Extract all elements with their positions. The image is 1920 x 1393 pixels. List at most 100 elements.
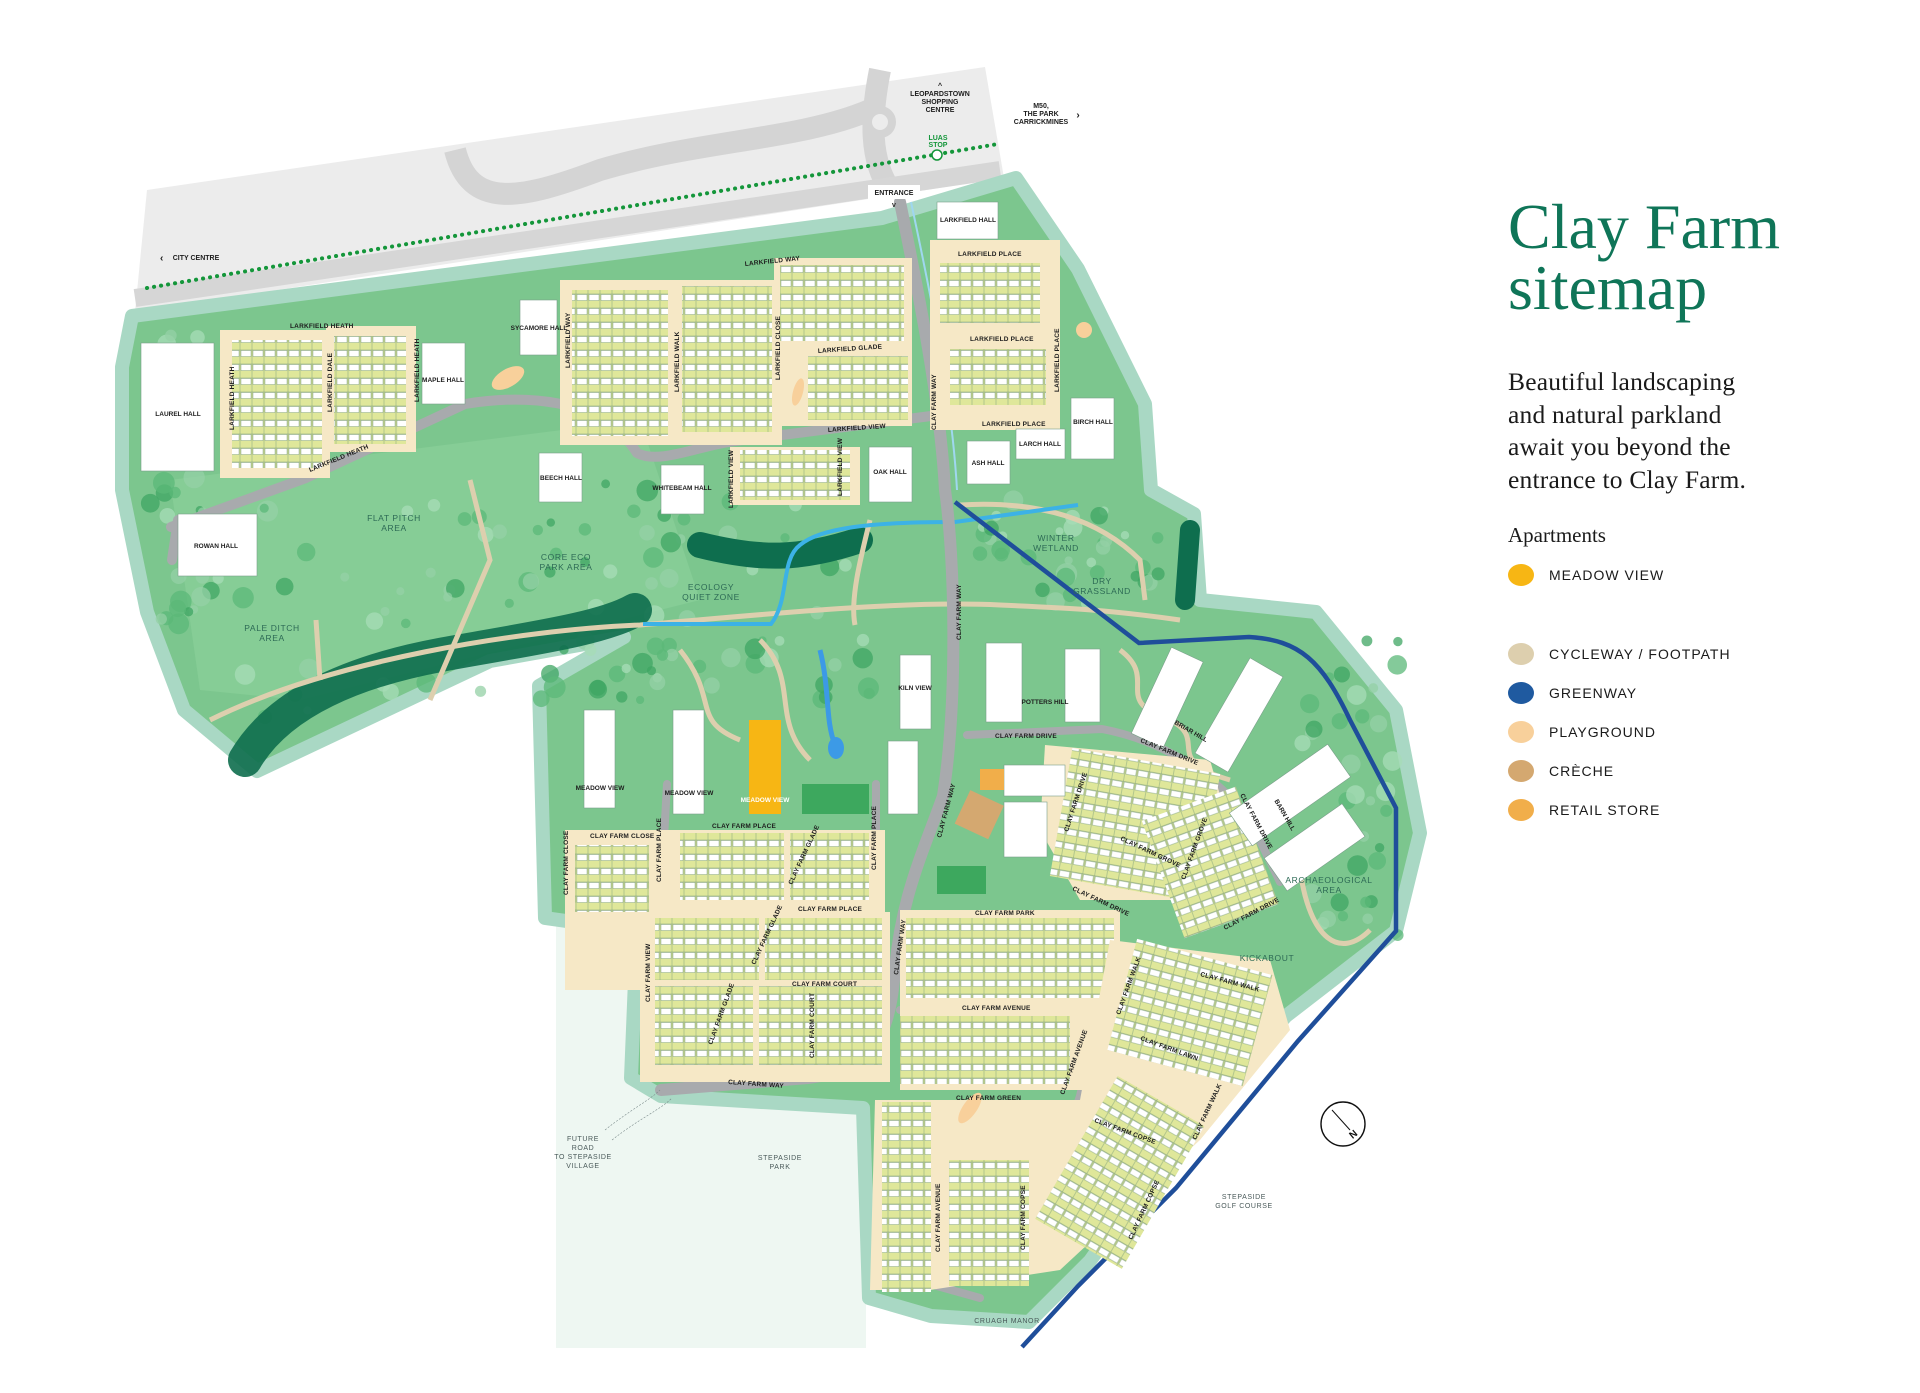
svg-text:MEADOW VIEW: MEADOW VIEW xyxy=(576,785,626,792)
svg-text:LARKFIELD WAY: LARKFIELD WAY xyxy=(565,312,572,368)
tree xyxy=(546,518,556,527)
svg-text:GRASSLAND: GRASSLAND xyxy=(1073,586,1131,596)
svg-text:LARKFIELD CLOSE: LARKFIELD CLOSE xyxy=(775,316,782,380)
tree xyxy=(1063,518,1083,538)
tree xyxy=(190,330,205,345)
tree xyxy=(380,606,390,616)
tree xyxy=(1361,635,1373,647)
tree xyxy=(703,677,720,694)
tree xyxy=(165,329,177,342)
luas-line xyxy=(145,142,1000,290)
svg-text:WINTER: WINTER xyxy=(1037,533,1074,543)
legend-item-creche: CRÈCHE xyxy=(1508,758,1888,784)
tree xyxy=(1368,683,1379,693)
area-labels: FLAT PITCH AREA CORE ECO PARK AREA ECOLO… xyxy=(244,513,1372,1325)
tree xyxy=(1294,735,1311,752)
description: Beautiful landscaping and natural parkla… xyxy=(1508,367,1747,494)
tree xyxy=(601,479,611,489)
tree xyxy=(445,579,465,598)
svg-text:LARKFIELD HEATH: LARKFIELD HEATH xyxy=(414,338,421,402)
tree xyxy=(1095,540,1111,555)
svg-text:CITY CENTRE: CITY CENTRE xyxy=(173,255,220,262)
svg-text:LARKFIELD DALE: LARKFIELD DALE xyxy=(327,352,334,412)
svg-text:FLAT PITCH: FLAT PITCH xyxy=(367,513,421,523)
svg-text:LARKFIELD VIEW: LARKFIELD VIEW xyxy=(728,449,735,508)
tree xyxy=(1346,685,1367,705)
cycleway-swatch-icon xyxy=(1508,643,1534,665)
greenway xyxy=(953,500,1399,1349)
tree xyxy=(159,508,176,524)
tree xyxy=(1369,715,1388,733)
svg-text:OAK HALL: OAK HALL xyxy=(873,469,907,476)
tree-belt-east xyxy=(1175,520,1200,610)
svg-text:LARKFIELD HEATH: LARKFIELD HEATH xyxy=(290,323,354,330)
tree xyxy=(183,466,205,489)
tree xyxy=(1380,804,1393,817)
tree xyxy=(616,691,628,703)
tree xyxy=(1305,720,1323,738)
creche xyxy=(954,790,1004,840)
tree-layer xyxy=(140,329,1408,941)
right-arrow-icon: › xyxy=(1076,110,1079,121)
tree xyxy=(646,666,657,676)
svg-text:LARKFIELD VIEW: LARKFIELD VIEW xyxy=(828,423,887,434)
tree xyxy=(427,499,441,512)
legend-item-meadow-view: MEADOW VIEW xyxy=(1508,562,1888,588)
tree xyxy=(457,512,472,526)
tree xyxy=(1360,896,1372,908)
svg-text:ECOLOGY: ECOLOGY xyxy=(688,582,734,592)
svg-text:CENTRE: CENTRE xyxy=(926,107,955,114)
tree xyxy=(443,592,453,602)
tree xyxy=(296,542,316,562)
svg-text:LARKFIELD PLACE: LARKFIELD PLACE xyxy=(982,421,1046,428)
tree xyxy=(639,525,655,541)
tree xyxy=(1035,582,1050,598)
svg-text:AREA: AREA xyxy=(381,523,407,533)
svg-text:PARK: PARK xyxy=(770,1164,791,1171)
svg-text:GOLF COURSE: GOLF COURSE xyxy=(1215,1203,1273,1210)
tree xyxy=(627,504,641,518)
tree xyxy=(1382,751,1403,771)
tree xyxy=(522,573,540,590)
svg-text:AREA: AREA xyxy=(259,633,285,643)
svg-text:CLAY FARM AVENUE: CLAY FARM AVENUE xyxy=(935,1183,942,1252)
svg-text:CLAY FARM COPSE: CLAY FARM COPSE xyxy=(1020,1185,1027,1250)
svg-text:KICKABOUT: KICKABOUT xyxy=(1240,953,1295,963)
tree xyxy=(155,613,167,625)
tree xyxy=(1355,709,1370,724)
tree xyxy=(863,688,875,700)
svg-text:LAUREL HALL: LAUREL HALL xyxy=(155,411,200,418)
svg-text:CORE ECO: CORE ECO xyxy=(541,552,591,562)
svg-text:PALE DITCH: PALE DITCH xyxy=(244,623,299,633)
svg-text:SYCAMORE HALL: SYCAMORE HALL xyxy=(511,325,568,332)
svg-text:WHITEBEAM HALL: WHITEBEAM HALL xyxy=(652,485,711,492)
svg-text:LARKFIELD PLACE: LARKFIELD PLACE xyxy=(1054,328,1061,392)
svg-text:LARKFIELD PLACE: LARKFIELD PLACE xyxy=(970,336,1034,343)
svg-text:CLAY FARM CLOSE: CLAY FARM CLOSE xyxy=(590,833,655,840)
up-arrow-icon: ^ xyxy=(938,82,942,90)
svg-text:THE PARK: THE PARK xyxy=(1023,111,1058,118)
tree xyxy=(649,674,666,691)
svg-text:CARRICKMINES: CARRICKMINES xyxy=(1014,119,1069,126)
tree xyxy=(646,637,665,656)
tree xyxy=(1055,527,1064,536)
destination-labels: ^ LEOPARDSTOWN SHOPPING CENTRE M50, THE … xyxy=(160,82,1080,264)
tree xyxy=(608,665,626,683)
tree xyxy=(1090,506,1108,525)
housing-blocks xyxy=(220,240,1290,1292)
tree xyxy=(589,679,606,696)
tree xyxy=(645,577,658,590)
tree xyxy=(140,493,160,513)
tree xyxy=(578,523,592,536)
svg-text:LARKFIELD HALL: LARKFIELD HALL xyxy=(940,217,996,224)
tree xyxy=(401,505,414,518)
tree xyxy=(636,479,659,502)
north-compass-icon: N xyxy=(1320,1101,1366,1147)
tree xyxy=(828,658,842,672)
legend-item-retail-store: RETAIL STORE xyxy=(1508,797,1888,823)
meadow-view-swatch-icon xyxy=(1508,564,1534,586)
svg-text:ROAD: ROAD xyxy=(572,1145,595,1152)
main-road xyxy=(133,161,1002,307)
tree xyxy=(1130,570,1142,582)
svg-text:CLAY FARM VIEW: CLAY FARM VIEW xyxy=(645,943,652,1002)
